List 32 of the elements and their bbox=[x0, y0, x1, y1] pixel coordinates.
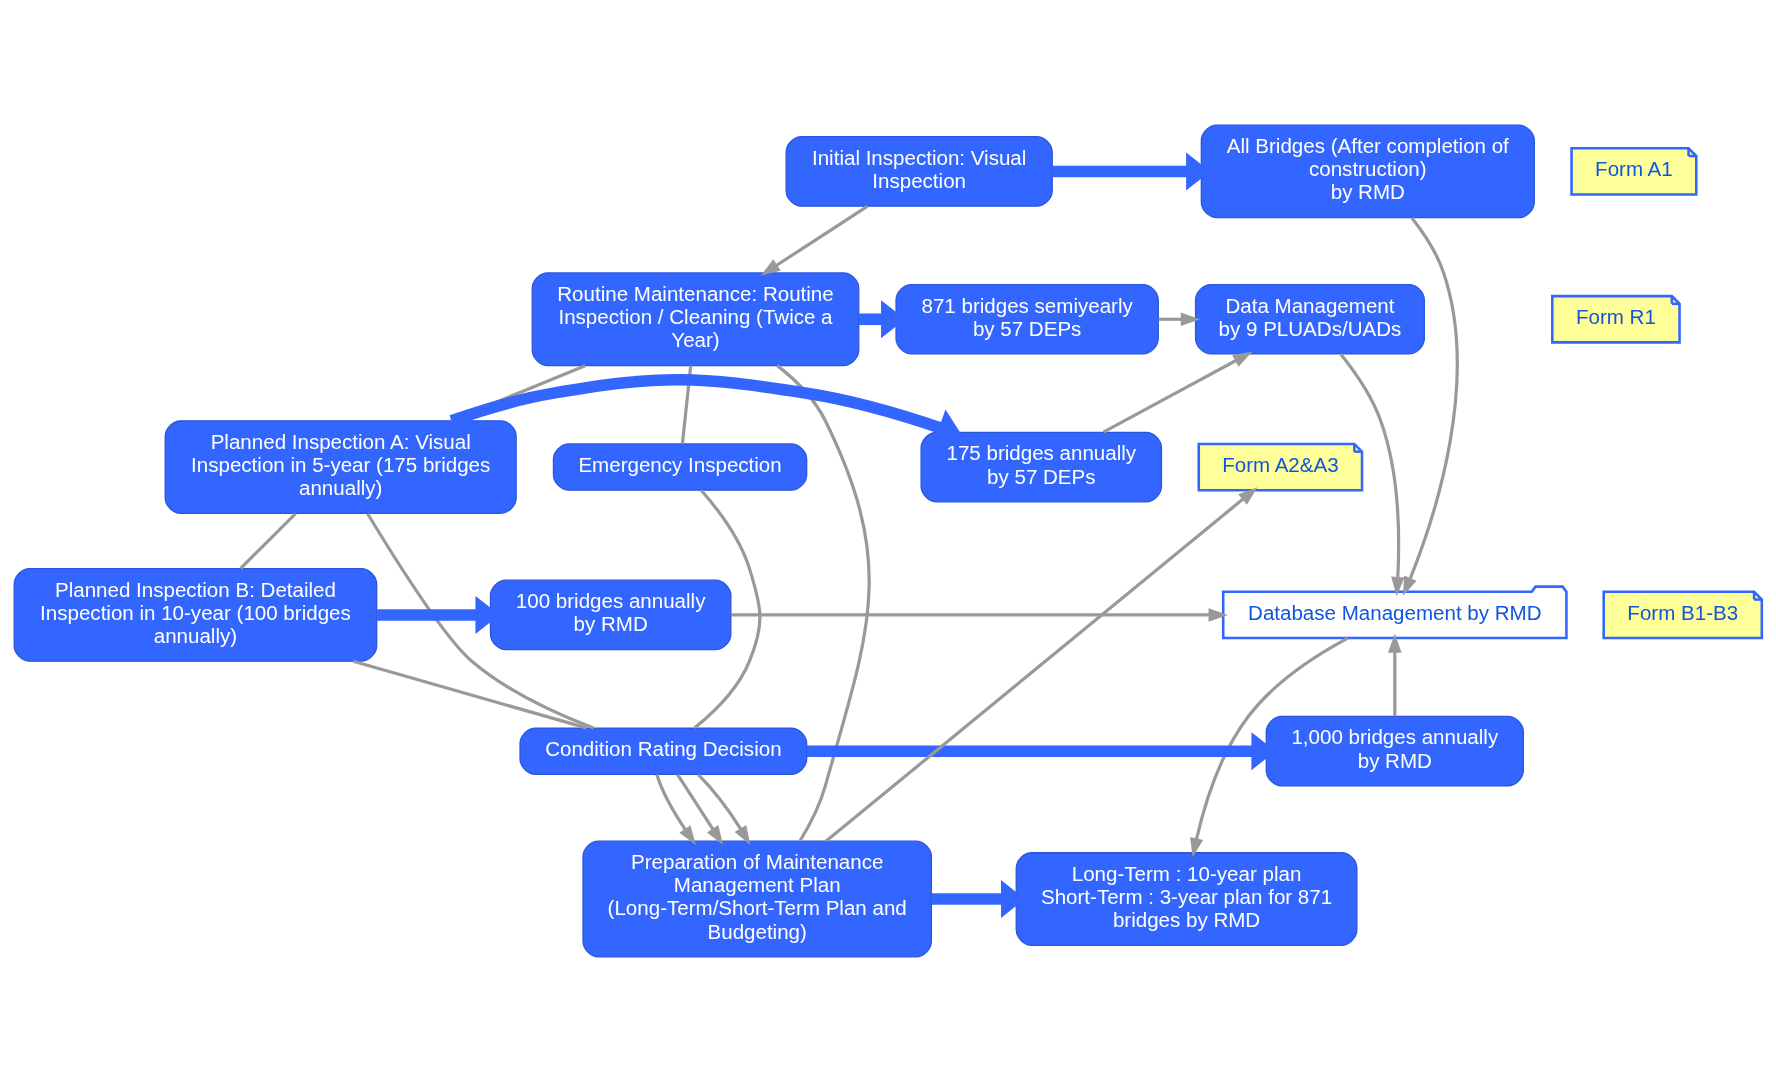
node-box: Emergency Inspection bbox=[552, 442, 808, 491]
node-box: Routine Maintenance: Routine Inspection / Cleaning (Twice a Year) bbox=[531, 271, 860, 366]
arrow bbox=[730, 607, 1228, 622]
node-box: 1,000 bridges annually by RMD bbox=[1265, 715, 1524, 787]
node-box: All Bridges (After completion of construction) by RMD bbox=[1200, 124, 1535, 218]
node-box: Condition Rating Decision bbox=[519, 726, 808, 775]
arrow bbox=[655, 773, 696, 845]
arrow bbox=[760, 204, 869, 276]
arrow bbox=[697, 772, 751, 845]
arrow bbox=[676, 773, 724, 845]
node-box: Planned Inspection A: Visual Inspection in 5-year (175 bridges annually) bbox=[164, 419, 517, 514]
connector bbox=[239, 511, 297, 570]
arrow bbox=[1102, 351, 1253, 434]
node-box: 871 bridges semiyearly by 57 DEPs bbox=[895, 283, 1159, 355]
node-box: Initial Inspection: Visual Inspection bbox=[785, 135, 1053, 207]
node-box: Data Management by 9 PLUADs/UADs bbox=[1194, 283, 1425, 355]
connector bbox=[366, 512, 595, 729]
connector bbox=[693, 488, 762, 729]
arrow bbox=[825, 486, 1258, 842]
arrow bbox=[1158, 312, 1201, 326]
node-box: Preparation of Maintenance Management Plan (Long-Term/Short-Term Plan and Budgeting) bbox=[582, 840, 933, 957]
node-box: Long-Term : 10-year plan Short-Term : 3-year plan for 871 bridges by RMD bbox=[1015, 851, 1358, 946]
node-box: Planned Inspection B: Detailed Inspection in 10-year (100 bridges annually) bbox=[13, 567, 378, 662]
connector bbox=[680, 365, 693, 444]
arrow bbox=[1402, 216, 1459, 596]
arrow bbox=[1388, 632, 1402, 716]
node-box: 175 bridges annually by 57 DEPs bbox=[920, 431, 1163, 502]
arrow bbox=[1190, 636, 1349, 857]
node-box: 100 bridges annually by RMD bbox=[489, 579, 732, 650]
connector bbox=[352, 659, 587, 729]
arrow bbox=[1339, 352, 1405, 596]
connector bbox=[776, 363, 871, 842]
